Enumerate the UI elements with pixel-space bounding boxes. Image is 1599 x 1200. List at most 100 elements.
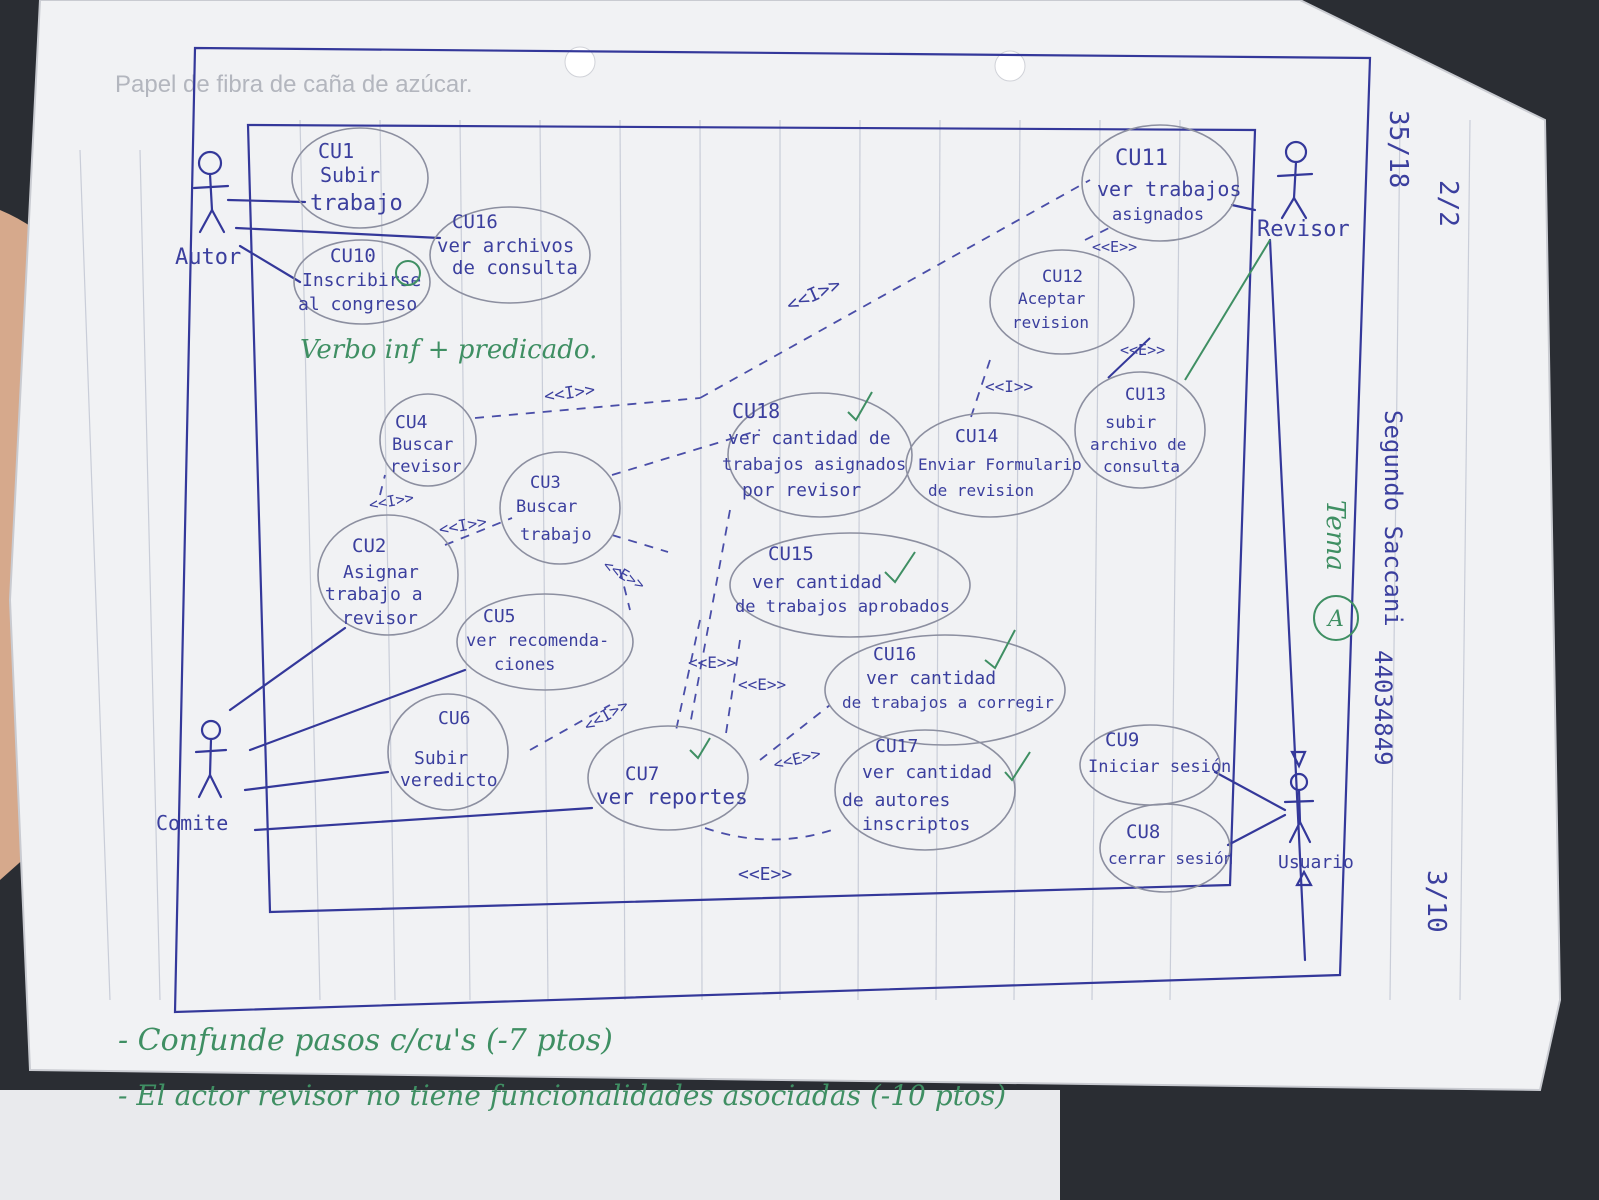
actor-autor [192, 150, 230, 234]
actor-usuario-label: Usuario [1278, 852, 1354, 873]
binder-hole [564, 46, 596, 78]
cu-line: ver archivos [437, 235, 574, 257]
correction-2: - El actor revisor no tiene funcionalida… [118, 1079, 1006, 1112]
cu-line: ver cantidad [752, 572, 882, 593]
green-association [1184, 239, 1271, 381]
cu-line: trabajo a [325, 584, 423, 605]
use-case-cu6: CU6 Subir veredicto [400, 708, 498, 791]
tema-label: Tema [1320, 500, 1350, 571]
tema-letter: A [1326, 607, 1344, 632]
cu-line: Inscribirse [302, 270, 421, 291]
stereotype-include: <<I>> [985, 377, 1033, 396]
use-case-cu10: CU10 Inscribirse al congreso [298, 245, 421, 315]
actor-comite [194, 719, 228, 799]
cu-line: ver cantidad [862, 762, 992, 783]
cu-id: CU14 [955, 426, 998, 447]
cross-mark [1107, 337, 1151, 379]
cu-line: ver cantidad de [728, 428, 891, 449]
cu-line: Aceptar [1018, 289, 1086, 308]
cu-line: inscriptos [862, 814, 970, 835]
correction-1: - Confunde pasos c/cu's (-7 ptos) [118, 1023, 613, 1058]
cu-line: trabajo [310, 191, 403, 216]
cu-id: CU2 [352, 535, 386, 557]
binder-hole [994, 50, 1026, 82]
cu-line: archivo de [1090, 435, 1186, 454]
cu-line: ciones [494, 655, 555, 675]
actor-autor-label: Autor [175, 245, 241, 270]
cu-line: Enviar Formulario [918, 455, 1082, 474]
cu-id: CU16 [452, 211, 498, 233]
use-case-cu8: CU8 cerrar sesión [1108, 821, 1233, 868]
cu-line: subir [1105, 413, 1156, 433]
cu-id: CU4 [395, 412, 428, 433]
cu-line: de revision [928, 481, 1034, 500]
cu-line: revision [1012, 313, 1089, 332]
use-case-cu17: CU17 ver cantidad de autores inscriptos [842, 736, 992, 835]
use-case-cu11: CU11 ver trabajos asignados [1097, 146, 1242, 225]
actor-revisor-label: Revisor [1257, 217, 1350, 242]
cu-line: asignados [1112, 205, 1204, 225]
stereotype-extend: <<E>> [738, 864, 792, 885]
cu-id: CU17 [875, 736, 918, 757]
use-case-cu2: CU2 Asignar trabajo a revisor [325, 535, 423, 629]
cu-id: CU6 [438, 708, 471, 729]
use-case-cu16-archivos: CU16 ver archivos de consulta [437, 211, 578, 279]
use-case-cu1: CU1 Subir trabajo [310, 139, 403, 216]
cu-line: ver cantidad [866, 668, 996, 689]
cu-line: trabajo [520, 525, 592, 545]
use-case-cu3: CU3 Buscar trabajo [516, 473, 592, 545]
student-id: 44034849 [1369, 650, 1397, 766]
use-case-cu16-corregir: CU16 ver cantidad de trabajos a corregir [842, 644, 1054, 712]
grade-page: 2/2 [1433, 180, 1463, 227]
tema-circle [1313, 595, 1359, 641]
system-boundary [246, 123, 1257, 914]
actor-comite-label: Comite [156, 811, 228, 835]
grade-bottom: 3/10 [1421, 870, 1451, 933]
cu-id: CU9 [1105, 729, 1139, 751]
cu-line: ver recomenda- [466, 631, 609, 651]
cu-line: Buscar [392, 435, 453, 455]
use-case-cu12: CU12 Aceptar revision [1012, 267, 1089, 332]
use-case-cu5: CU5 ver recomenda- ciones [466, 606, 609, 675]
cu-line: Iniciar sesión [1088, 757, 1231, 777]
relations [379, 179, 1116, 841]
ruled-lines [79, 119, 1471, 1001]
cu-line: ver trabajos [1097, 177, 1242, 201]
actor-revisor [1276, 140, 1314, 220]
use-case-cu7: CU7 ver reportes [596, 763, 748, 809]
cu-id: CU12 [1042, 267, 1083, 287]
cu-line: revisor [342, 608, 418, 629]
green-hint: Verbo inf + predicado. [300, 335, 597, 365]
cu-line: ver reportes [596, 785, 748, 809]
cu-id: CU18 [732, 399, 780, 423]
cu-id: CU11 [1115, 146, 1168, 171]
student-name: Segundo Saccani [1379, 410, 1407, 627]
stereotype-extend: <<E>> [1092, 238, 1137, 256]
use-case-cu4: CU4 Buscar revisor [390, 412, 462, 477]
use-case-cu18: CU18 ver cantidad de trabajos asignados … [722, 399, 906, 501]
cu-line: de consulta [452, 257, 578, 279]
usuario-generalization-line [1268, 238, 1307, 962]
cu-line: Subir [414, 748, 468, 769]
cu-id: CU7 [625, 763, 659, 785]
paper-header: Papel de fibra de caña de azúcar. [115, 71, 473, 98]
grade-top: 35/18 [1383, 110, 1413, 188]
cu-line: revisor [390, 457, 462, 477]
cu-line: de autores [842, 790, 950, 811]
cu-line: consulta [1103, 457, 1180, 476]
associations [226, 198, 1287, 847]
use-case-cu15: CU15 ver cantidad de trabajos aprobados [735, 543, 950, 617]
stereotype-extend: <<E>> [738, 675, 786, 694]
stereotype-extend: <<E>> [1120, 341, 1165, 359]
use-case-ellipses [291, 124, 1239, 893]
cu-id: CU13 [1125, 385, 1166, 405]
cu-id: CU5 [483, 606, 516, 627]
check-marks [689, 391, 1031, 782]
cu-line: veredicto [400, 770, 498, 791]
cu-line: de trabajos a corregir [842, 693, 1054, 712]
cu-line: Subir [320, 163, 380, 187]
actor-usuario [1283, 750, 1315, 887]
paper-below [0, 1090, 1060, 1200]
cu-line: Buscar [516, 497, 577, 517]
